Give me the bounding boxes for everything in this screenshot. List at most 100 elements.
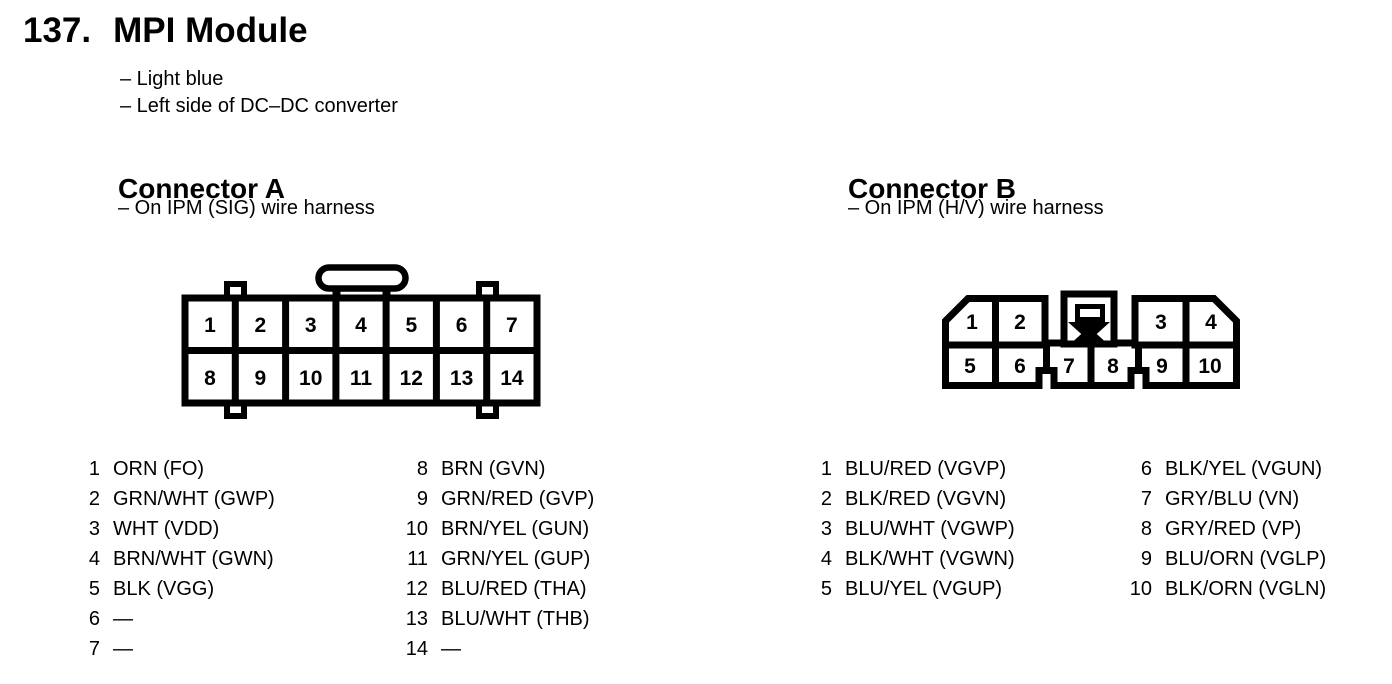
- pin-wire-label: BLU/ORN (VGLP): [1165, 548, 1327, 570]
- pin-row: 1 BLU/RED (VGVP): [802, 454, 1015, 484]
- pin-wire-label: BRN/WHT (GWN): [113, 548, 274, 570]
- pin-number: 8: [416, 458, 428, 480]
- pin-wire-label: BRN (GVN): [441, 458, 546, 480]
- pin-wire-label: BRN/YEL (GUN): [441, 518, 590, 540]
- pin-number: 8: [1140, 518, 1152, 540]
- pin-wire-label: —: [113, 608, 133, 630]
- pin-row: 9 BLU/ORN (VGLP): [1122, 544, 1326, 574]
- pin-cell: 5: [964, 355, 976, 378]
- pin-number: 6: [1140, 458, 1152, 480]
- pin-row: 4 BLK/WHT (VGWN): [802, 544, 1015, 574]
- pin-cell: 14: [500, 367, 524, 390]
- pin-wire-label: —: [441, 638, 461, 660]
- pin-wire-label: BLK/YEL (VGUN): [1165, 458, 1323, 480]
- pin-wire-label: BLU/WHT (VGWP): [845, 518, 1015, 540]
- pin-cell: 4: [355, 314, 367, 337]
- pin-cell: 7: [506, 314, 518, 337]
- pin-cell: 8: [1107, 355, 1119, 378]
- pin-number: 14: [405, 638, 428, 660]
- keyway-cross: [1068, 327, 1110, 346]
- pin-row: 8 BRN (GVN): [398, 454, 594, 484]
- pin-cell: 5: [405, 314, 417, 337]
- pin-number: 12: [405, 578, 428, 600]
- pin-row: 6—: [70, 604, 275, 634]
- pin-row: 11 GRN/YEL (GUP): [398, 544, 594, 574]
- pin-cell: 3: [305, 314, 317, 337]
- pin-cell: 1: [204, 314, 216, 337]
- module-notes: – Light blue – Left side of DC–DC conver…: [120, 66, 398, 120]
- pin-number: 9: [1140, 548, 1152, 570]
- pin-number: 6: [88, 608, 100, 630]
- pin-row: 3 WHT (VDD): [70, 514, 275, 544]
- pin-cell: 13: [450, 367, 473, 390]
- pin-wire-label: WHT (VDD): [113, 518, 220, 540]
- connector-a-heading: Connector A: [118, 173, 285, 205]
- pin-wire-label: BLU/WHT (THB): [441, 608, 590, 630]
- module-note-line: – Left side of DC–DC converter: [120, 95, 398, 117]
- pin-number: 3: [88, 518, 100, 540]
- connector-b-diagram: 1 2 3 4 5 6 7 8 9 10: [942, 290, 1240, 389]
- section-title: MPI Module: [113, 11, 308, 50]
- pin-wire-label: BLK/ORN (VGLN): [1165, 578, 1327, 600]
- pin-wire-label: BLU/RED (VGVP): [845, 458, 1007, 480]
- pin-number: 10: [1129, 578, 1152, 600]
- pin-cell: 11: [350, 367, 373, 390]
- latch-tab: [315, 264, 409, 292]
- pin-row: 8 GRY/RED (VP): [1122, 514, 1326, 544]
- pin-row: 6 BLK/YEL (VGUN): [1122, 454, 1326, 484]
- pin-number: 11: [407, 548, 428, 570]
- pin-wire-label: GRY/RED (VP): [1165, 518, 1302, 540]
- pin-number: 5: [88, 578, 100, 600]
- pin-row: 10 BLK/ORN (VGLN): [1122, 574, 1326, 604]
- pin-number: 13: [405, 608, 428, 630]
- pin-wire-label: BLK/RED (VGVN): [845, 488, 1007, 510]
- pin-cell: 6: [1014, 355, 1026, 378]
- pin-number: 1: [88, 458, 100, 480]
- pin-number: 7: [1140, 488, 1152, 510]
- pin-number: 1: [820, 458, 832, 480]
- pin-cell: 9: [255, 367, 267, 390]
- pin-row: 5 BLK (VGG): [70, 574, 275, 604]
- pin-cell: 7: [1063, 355, 1075, 378]
- pin-cell: 6: [456, 314, 468, 337]
- pin-row: 13 BLU/WHT (THB): [398, 604, 594, 634]
- pin-number: 9: [416, 488, 428, 510]
- pin-number: 7: [88, 638, 100, 660]
- connector-b-note: – On IPM (H/V) wire harness: [848, 197, 1104, 219]
- pin-wire-label: GRN/WHT (GWP): [113, 488, 275, 510]
- pin-wire-label: —: [113, 638, 133, 660]
- pin-cell: 4: [1205, 311, 1217, 334]
- pin-cell: 1: [966, 311, 978, 334]
- pin-row: 9 GRN/RED (GVP): [398, 484, 594, 514]
- pin-cell: 8: [204, 367, 216, 390]
- connector-a-diagram: 1 2 3 4 5 6 7 8 9 10 11 12 13 14: [181, 264, 541, 419]
- pin-wire-label: BLK/WHT (VGWN): [845, 548, 1015, 570]
- pin-number: 4: [820, 548, 832, 570]
- pin-number: 5: [820, 578, 832, 600]
- page-title: 137. MPI Module: [23, 11, 308, 51]
- pin-cell: 2: [255, 314, 267, 337]
- pin-wire-label: BLU/YEL (VGUP): [845, 578, 1003, 600]
- pin-wire-label: BLK (VGG): [113, 578, 215, 600]
- pin-cell: 3: [1155, 311, 1167, 334]
- pin-wire-label: GRN/YEL (GUP): [441, 548, 591, 570]
- pin-cell: 10: [1198, 355, 1221, 378]
- pin-cell: 9: [1156, 355, 1168, 378]
- pin-cell: 12: [400, 367, 423, 390]
- pin-wire-label: GRN/RED (GVP): [441, 488, 595, 510]
- pin-cell: 10: [299, 367, 322, 390]
- pin-row: 7—: [70, 634, 275, 664]
- pin-cell: 2: [1014, 311, 1026, 334]
- pin-row: 1 ORN (FO): [70, 454, 275, 484]
- pin-wire-label: ORN (FO): [113, 458, 205, 480]
